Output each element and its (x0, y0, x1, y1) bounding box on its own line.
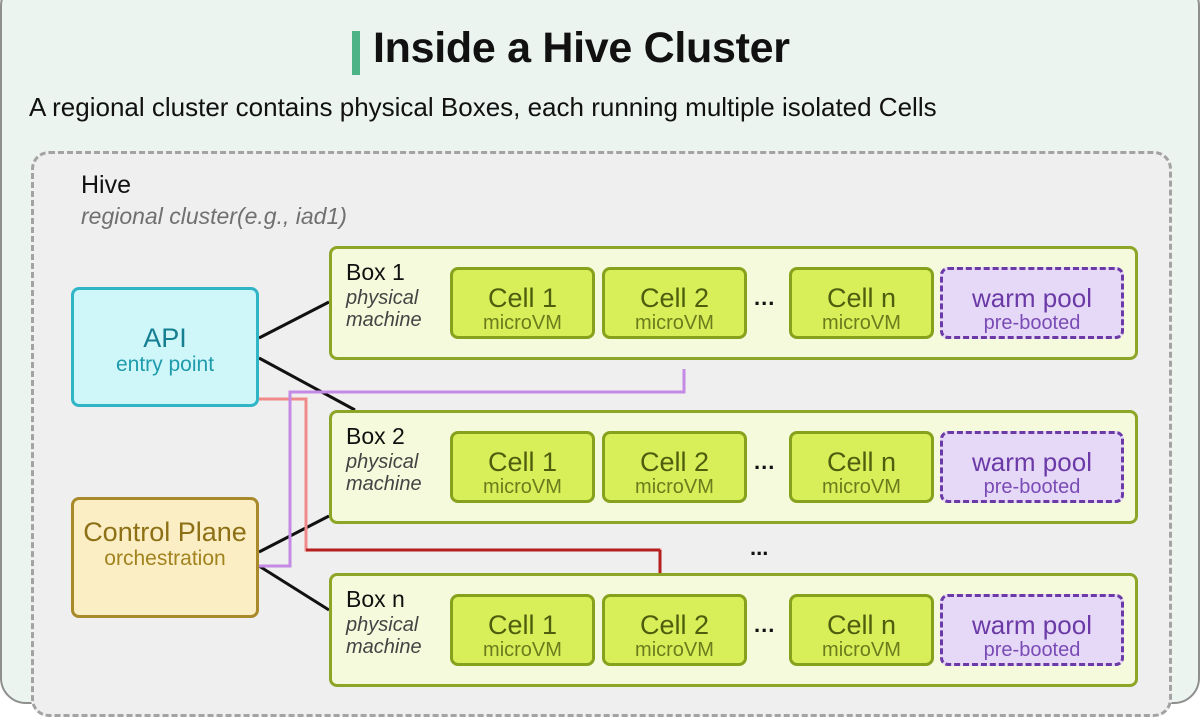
connection-lines (258, 300, 686, 612)
cell-sublabel: microVM (635, 639, 714, 661)
cell-label: Cell 1 (487, 610, 558, 640)
cell-sublabel: microVM (822, 312, 901, 334)
cell-label: Cell 2 (639, 447, 710, 477)
cell-ellipsis: ... (754, 285, 776, 310)
cell-sublabel: microVM (635, 476, 714, 498)
control-plane-label: Control Plane (83, 517, 247, 547)
cell-label: Cell n (826, 447, 897, 477)
box-sublabel: physical machine (346, 287, 422, 331)
cell-label: Cell n (826, 610, 897, 640)
cell-label: Cell 2 (639, 283, 710, 313)
api-to-box1-line (258, 300, 330, 340)
title-accent-bar (352, 31, 360, 75)
cell-sublabel: microVM (483, 639, 562, 661)
box-ellipsis: ... (750, 535, 769, 560)
cell-sublabel: microVM (483, 312, 562, 334)
cell-sublabel: microVM (822, 639, 901, 661)
cell-ellipsis: ... (754, 449, 776, 474)
cell-sublabel: microVM (483, 476, 562, 498)
api-node: API entry point (71, 287, 259, 407)
cell-ellipsis: ... (754, 612, 776, 637)
warm-pool-sublabel: pre-booted (983, 312, 1081, 334)
warm-pool-label: warm pool (972, 610, 1092, 640)
cp-to-box1-cell2-link (259, 369, 686, 568)
cell-sublabel: microVM (635, 312, 714, 334)
box-title: Box n (346, 586, 405, 612)
box-sublabel: physical machine (346, 451, 422, 495)
control-plane-sublabel: orchestration (104, 547, 226, 570)
cell-label: Cell n (826, 283, 897, 313)
warm-pool-label: warm pool (972, 283, 1092, 313)
warm-pool-sublabel: pre-booted (983, 476, 1081, 498)
control-plane-node: Control Plane orchestration (71, 497, 259, 618)
box-sublabel: physical machine (346, 614, 422, 658)
api-node-label: API (143, 323, 187, 353)
cp-to-box2-line (258, 514, 330, 554)
cell-label: Cell 1 (487, 447, 558, 477)
cell-label: Cell 1 (487, 283, 558, 313)
warm-pool-sublabel: pre-booted (983, 639, 1081, 661)
warm-pool-label: warm pool (972, 447, 1092, 477)
cell-label: Cell 2 (639, 610, 710, 640)
page-title: Inside a Hive Cluster (373, 24, 790, 72)
box-title: Box 2 (346, 423, 405, 449)
api-to-box2-line (258, 356, 356, 412)
page-subtitle: A regional cluster contains physical Box… (29, 92, 937, 122)
box-title: Box 1 (346, 259, 405, 285)
hive-label: Hive (81, 171, 132, 199)
cell-sublabel: microVM (822, 476, 901, 498)
hive-sublabel: regional cluster(e.g., iad1) (81, 203, 347, 229)
api-node-sublabel: entry point (115, 353, 215, 376)
cp-to-boxn-line (258, 564, 330, 612)
